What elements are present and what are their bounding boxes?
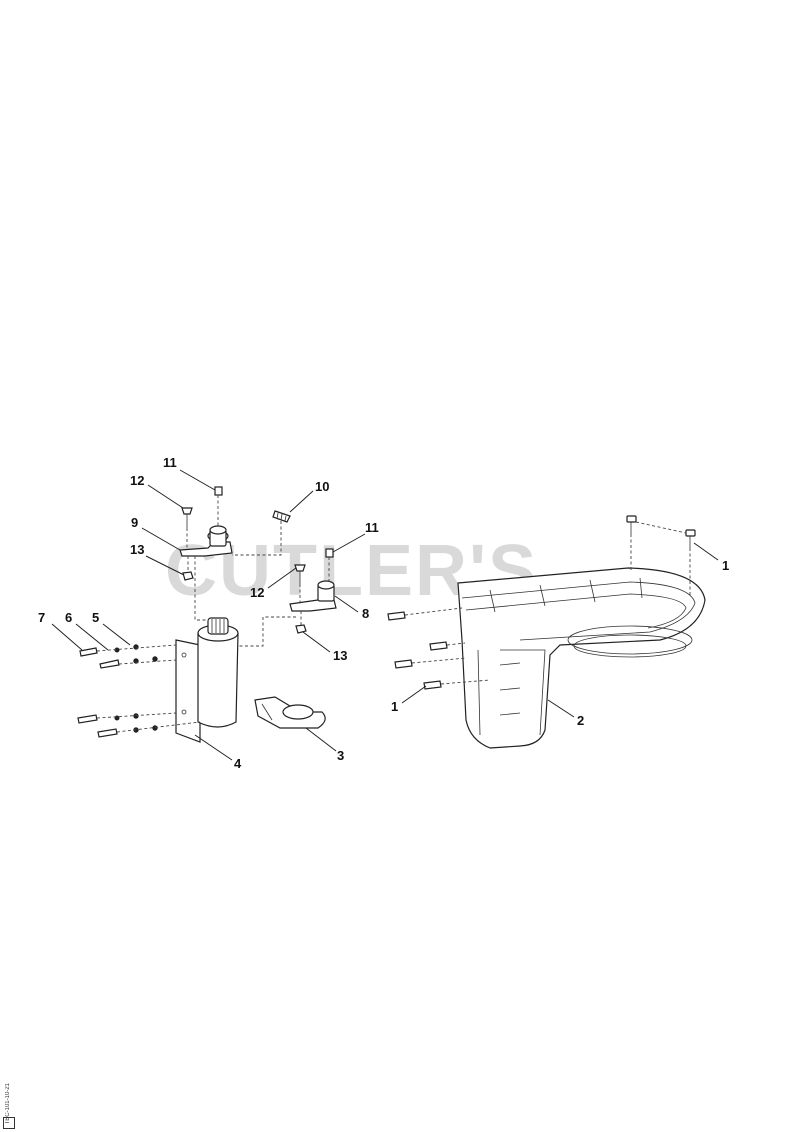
nut-part-13-middle (295, 611, 307, 634)
leader-lines (51, 469, 719, 761)
bolt-part-12-upper (181, 507, 193, 550)
nut-part-13-upper (182, 556, 194, 581)
callout-1-top: 1 (722, 558, 729, 573)
callout-10: 10 (315, 479, 329, 494)
callout-5: 5 (92, 610, 99, 625)
pivot-arm-part-8 (289, 580, 337, 612)
callout-11-upper: 11 (163, 455, 177, 470)
callout-2: 2 (577, 713, 584, 728)
pivot-arm-part-9 (179, 525, 233, 557)
spring-part-10 (232, 510, 291, 556)
callout-12-middle: 12 (250, 585, 264, 600)
callout-7: 7 (38, 610, 45, 625)
callout-1-side: 1 (391, 699, 398, 714)
callout-6: 6 (65, 610, 72, 625)
callout-11-middle: 11 (365, 520, 379, 535)
bolt-part-12-middle (294, 564, 306, 604)
bolt-part-1-top (626, 515, 696, 595)
callout-labels: 11 12 9 13 10 11 12 8 13 7 6 5 4 3 1 2 1 (38, 455, 729, 771)
tank-bracket-part-4 (175, 617, 239, 743)
callout-4: 4 (234, 756, 242, 771)
clamp-part-3 (254, 696, 326, 729)
fasteners-upper (79, 644, 177, 669)
footer-logo-box (3, 1117, 15, 1129)
callout-8: 8 (362, 606, 369, 621)
callout-3: 3 (337, 748, 344, 763)
nut-part-11-middle (325, 548, 334, 583)
callout-12-upper: 12 (130, 473, 144, 488)
callout-9: 9 (131, 515, 138, 530)
fasteners-lower (77, 712, 201, 738)
housing-part-2 (457, 567, 706, 749)
bolt-part-1-side (387, 607, 491, 690)
callout-13-upper: 13 (130, 542, 144, 557)
callout-13-middle: 13 (333, 648, 347, 663)
nut-part-11-upper (214, 486, 223, 528)
